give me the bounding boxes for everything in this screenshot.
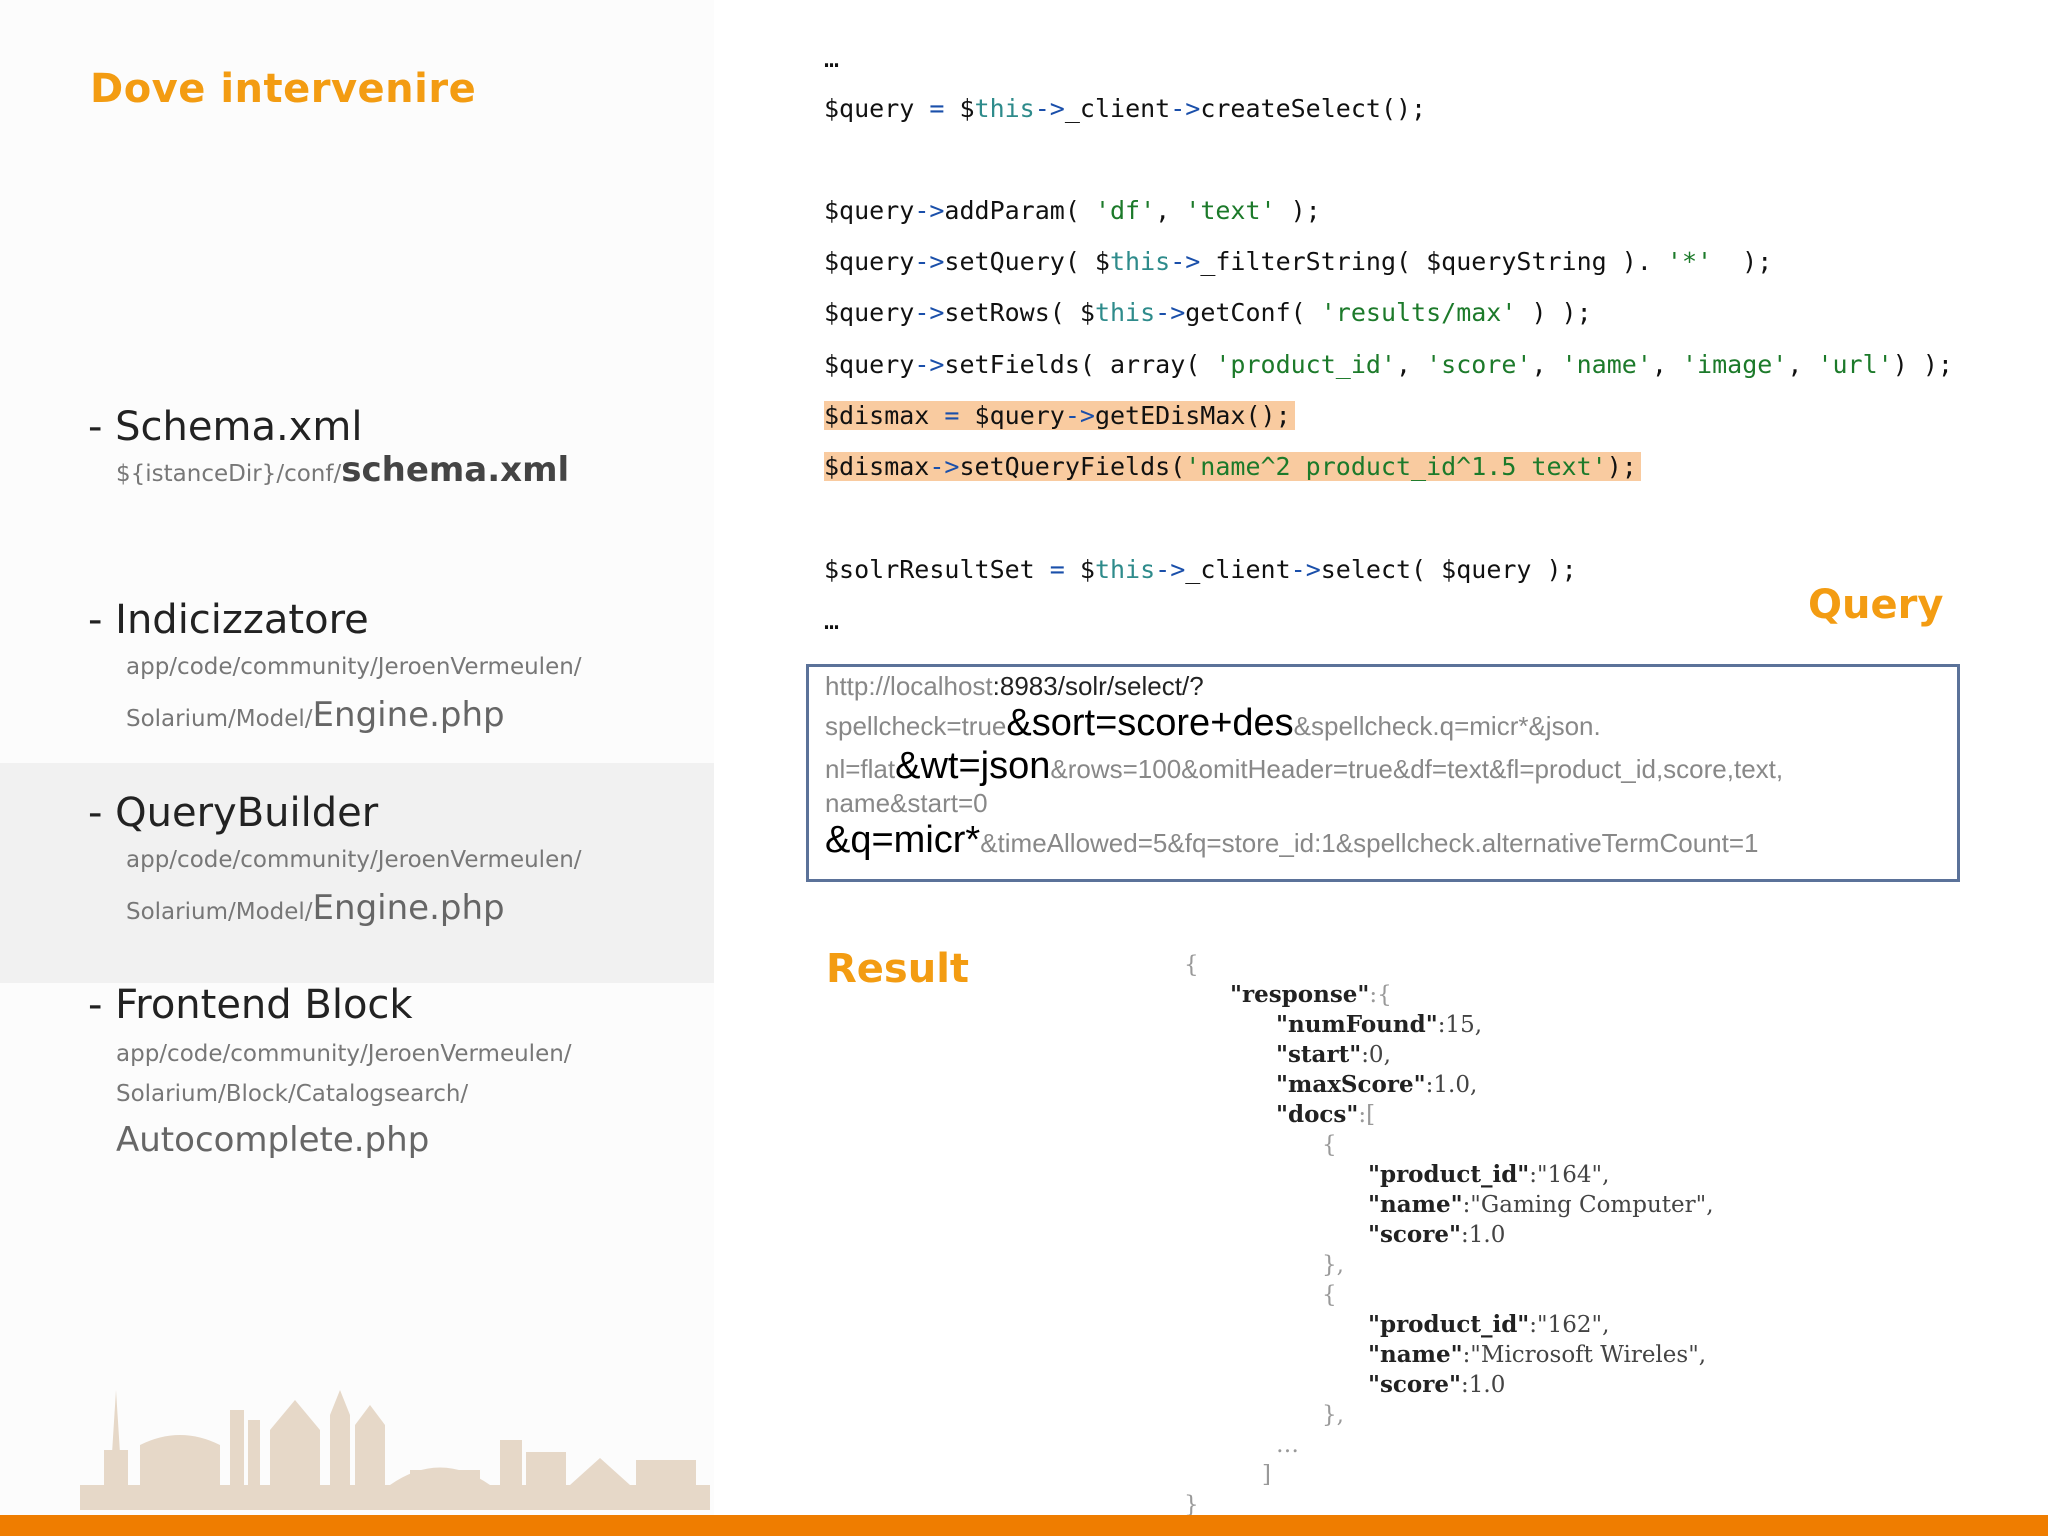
section-heading: - Indicizzatore [88,597,369,643]
url-line: nl=flat&wt=json&rows=100&omitHeader=true… [825,745,1784,787]
section-indicizzatore: - Indicizzatore app/code/community/Jeroe… [88,597,582,739]
section-path: app/code/community/JeroenVermeulen/ [116,1041,572,1067]
code-line: $query = $this->_client->createSelect(); [824,94,1427,123]
json-line: "docs":[ [1276,1101,1376,1128]
section-path: Solarium/Model/Engine.php [126,695,505,735]
json-line: "score":1.0 [1368,1221,1506,1248]
json-line: "start":0, [1276,1041,1391,1068]
section-path: app/code/community/JeroenVermeulen/ [126,654,582,680]
slide-title: Dove intervenire [90,66,477,112]
query-url-box: http://localhost:8983/solr/select/? spel… [806,664,1960,882]
json-line: "numFound":15, [1276,1011,1483,1038]
json-line: "product_id":"164", [1368,1161,1610,1188]
section-heading: - QueryBuilder [88,790,379,836]
city-skyline-icon [80,1390,710,1510]
section-heading: - Schema.xml [88,404,363,450]
json-line: "name":"Gaming Computer", [1368,1191,1714,1218]
code-line: $query->setFields( array( 'product_id', … [824,350,1953,379]
url-line: spellcheck=true&sort=score+des&spellchec… [825,702,1601,744]
bottom-accent-bar [0,1515,2048,1536]
json-line: "maxScore":1.0, [1276,1071,1478,1098]
code-line-highlighted: $dismax = $query->getEDisMax(); [824,397,1295,435]
section-frontend-block: - Frontend Block app/code/community/Jero… [88,982,572,1164]
code-line: $query->setQuery( $this->_filterString( … [824,247,1773,276]
query-label: Query [1808,582,1944,628]
section-path: Solarium/Block/Catalogsearch/ [116,1081,469,1107]
section-path: Autocomplete.php [116,1120,430,1160]
json-line: "product_id":"162", [1368,1311,1610,1338]
json-line: "response":{ [1230,981,1392,1008]
section-path: ${istanceDir}/conf/schema.xml [116,450,570,490]
code-line: $query->setRows( $this->getConf( 'result… [824,298,1592,327]
code-line: $solrResultSet = $this->_client->select(… [824,555,1577,584]
section-path: Solarium/Model/Engine.php [126,888,505,928]
section-schema: - Schema.xml ${istanceDir}/conf/schema.x… [88,404,569,494]
section-heading: - Frontend Block [88,982,413,1028]
json-line: "score":1.0 [1368,1371,1506,1398]
url-line: &q=micr*&timeAllowed=5&fq=store_id:1&spe… [825,819,1759,861]
sidebar-highlight-band [0,763,714,983]
section-querybuilder: - QueryBuilder app/code/community/Jeroen… [88,790,582,932]
url-line: http://localhost:8983/solr/select/? [825,671,1204,701]
code-ellipsis: … [824,44,840,73]
url-line: name&start=0 [825,788,988,818]
code-line: $query->addParam( 'df', 'text' ); [824,196,1321,225]
sidebar-panel [0,0,714,1515]
result-label: Result [826,946,970,992]
section-path: app/code/community/JeroenVermeulen/ [126,847,582,873]
code-ellipsis: … [824,606,840,635]
json-line: "name":"Microsoft Wireles", [1368,1341,1707,1368]
code-line-highlighted: $dismax->setQueryFields('name^2 product_… [824,448,1641,486]
